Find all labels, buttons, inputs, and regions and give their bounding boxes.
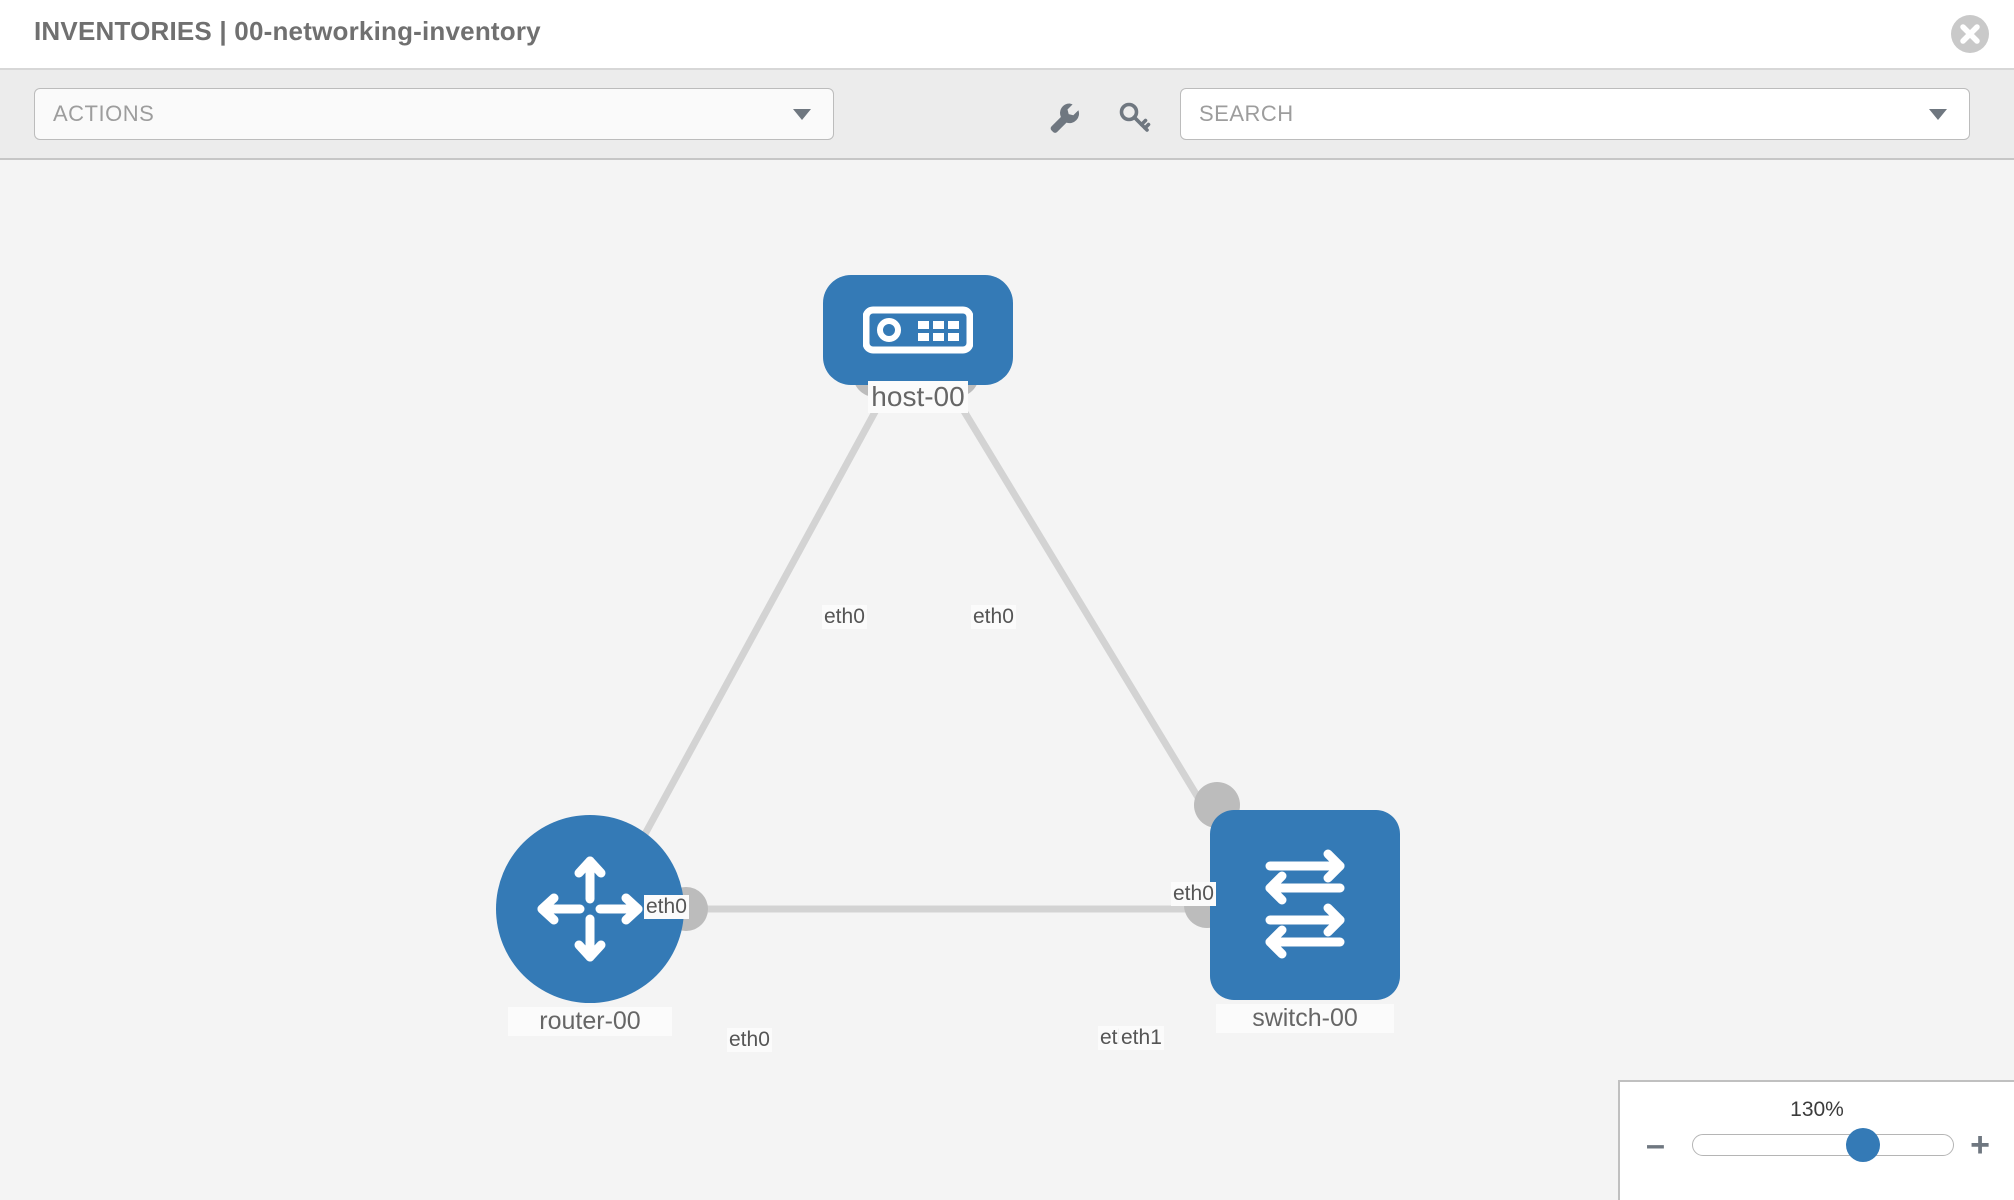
chevron-down-icon (1929, 108, 1947, 120)
switch-arrows-icon (1265, 849, 1345, 959)
edge-label-router-eth0: eth0 (727, 1028, 772, 1052)
edge-label-host-left: eth0 (822, 605, 867, 629)
search-placeholder: SEARCH (1199, 101, 1294, 126)
toolbar: ACTIONS SEARCH (0, 70, 2014, 160)
close-icon[interactable] (1951, 15, 1989, 53)
wrench-icon[interactable] (1047, 100, 1081, 134)
host-node-shape[interactable] (823, 275, 1013, 385)
edge-router-host (616, 384, 892, 884)
edge-label-switch-up: eth0 (1171, 882, 1216, 906)
page-header: INVENTORIES | 00-networking-inventory (0, 0, 2014, 70)
search-input[interactable]: SEARCH (1180, 88, 1970, 140)
zoom-slider[interactable] (1692, 1128, 1954, 1162)
edge-label-host-right: eth0 (971, 605, 1016, 629)
router-arrows-icon (537, 856, 643, 962)
switch-node-shape[interactable] (1210, 810, 1400, 1000)
key-icon[interactable] (1118, 100, 1152, 134)
zoom-control-panel: 130% – + (1618, 1080, 2014, 1200)
edge-label-router-up: eth0 (644, 895, 689, 919)
zoom-slider-thumb[interactable] (1845, 1128, 1880, 1162)
page-title: INVENTORIES | 00-networking-inventory (34, 16, 541, 46)
server-appliance-icon (863, 306, 973, 354)
zoom-out-button[interactable]: – (1646, 1126, 1665, 1164)
zoom-level-label: 130% (1790, 1098, 1844, 1121)
topology-canvas[interactable]: host-00 router-00 (0, 160, 2014, 1200)
edge-label-switch-eth1: eth1 (1119, 1026, 1164, 1050)
actions-dropdown-label: ACTIONS (53, 101, 155, 126)
actions-dropdown[interactable]: ACTIONS (34, 88, 834, 140)
node-label-switch-00: switch-00 (1216, 1004, 1394, 1033)
chevron-down-icon (793, 108, 811, 120)
zoom-in-button[interactable]: + (1970, 1126, 1990, 1164)
node-label-router-00: router-00 (508, 1007, 672, 1036)
node-label-host-00: host-00 (868, 381, 968, 413)
